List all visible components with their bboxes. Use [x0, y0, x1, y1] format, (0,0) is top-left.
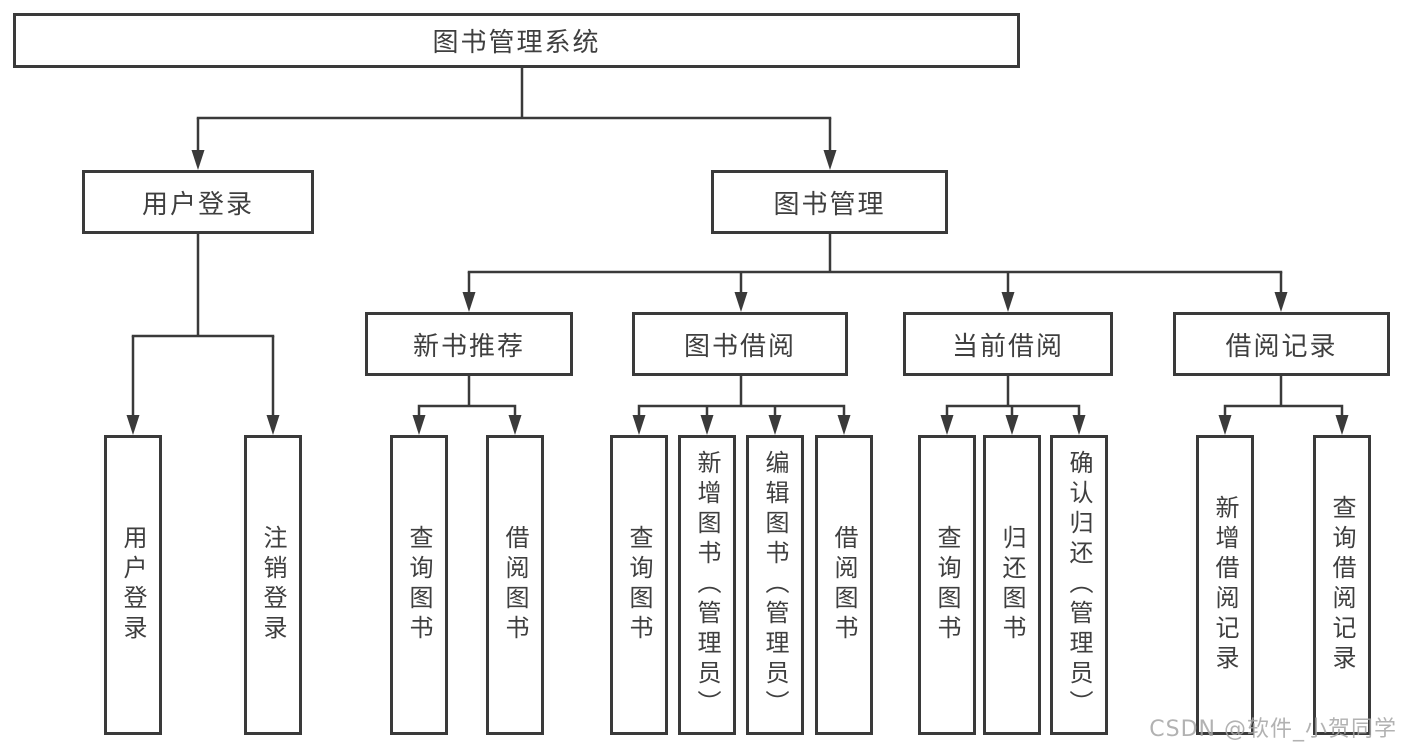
- leaf-label: 借阅图书: [830, 525, 858, 645]
- arrowhead-icon: [126, 415, 140, 435]
- connector: [131, 336, 275, 417]
- arrowhead-icon: [700, 415, 714, 435]
- leaf-label: 编辑图书（管理员）: [761, 450, 789, 720]
- leaf-label: 确认归还（管理员）: [1065, 450, 1093, 720]
- leaf-label: 查询图书: [933, 525, 961, 645]
- leaf-user-login: 用户登录: [104, 435, 162, 735]
- leaf-label: 新增图书（管理员）: [693, 450, 721, 720]
- node-borrow-record: 借阅记录: [1173, 312, 1390, 376]
- node-new-book-rec: 新书推荐: [365, 312, 573, 376]
- arrowhead-icon: [837, 415, 851, 435]
- leaf-edit-book-admin: 编辑图书（管理员）: [746, 435, 804, 735]
- node-current-borrow: 当前借阅: [903, 312, 1113, 376]
- connector: [196, 118, 832, 152]
- node-user-login: 用户登录: [82, 170, 314, 234]
- connector: [945, 376, 1081, 417]
- node-root: 图书管理系统: [13, 13, 1020, 68]
- arrowhead-icon: [508, 415, 522, 435]
- connector: [637, 376, 846, 417]
- leaf-add-book-admin: 新增图书（管理员）: [678, 435, 736, 735]
- connector: [417, 376, 517, 417]
- leaf-return-book: 归还图书: [983, 435, 1041, 735]
- leaf-query-borrow-record: 查询借阅记录: [1313, 435, 1371, 735]
- leaf-borrow-books-2: 借阅图书: [815, 435, 873, 735]
- leaf-confirm-return-admin: 确认归还（管理员）: [1050, 435, 1108, 735]
- arrowhead-icon: [632, 415, 646, 435]
- leaf-label: 归还图书: [998, 525, 1026, 645]
- leaf-label: 新增借阅记录: [1211, 495, 1239, 675]
- node-book-mgmt: 图书管理: [711, 170, 948, 234]
- arrowhead-icon: [1218, 415, 1232, 435]
- arrowhead-icon: [734, 292, 748, 312]
- leaf-logout: 注销登录: [244, 435, 302, 735]
- arrowhead-icon: [462, 292, 476, 312]
- arrowheads: [126, 150, 1349, 435]
- arrowhead-icon: [1335, 415, 1349, 435]
- connector: [467, 272, 1283, 294]
- arrowhead-icon: [412, 415, 426, 435]
- leaf-query-books-1: 查询图书: [390, 435, 448, 735]
- leaf-label: 查询图书: [405, 525, 433, 645]
- arrowhead-icon: [1005, 415, 1019, 435]
- leaf-label: 查询借阅记录: [1328, 495, 1356, 675]
- leaf-label: 用户登录: [119, 525, 147, 645]
- arrowhead-icon: [1274, 292, 1288, 312]
- connector: [1223, 376, 1344, 417]
- arrowhead-icon: [940, 415, 954, 435]
- arrowhead-icon: [191, 150, 205, 170]
- node-book-borrow: 图书借阅: [632, 312, 848, 376]
- arrowhead-icon: [1072, 415, 1086, 435]
- arrowhead-icon: [266, 415, 280, 435]
- leaf-query-books-2: 查询图书: [610, 435, 668, 735]
- leaf-add-borrow-record: 新增借阅记录: [1196, 435, 1254, 735]
- arrowhead-icon: [823, 150, 837, 170]
- leaf-borrow-books-1: 借阅图书: [486, 435, 544, 735]
- leaf-label: 注销登录: [259, 525, 287, 645]
- leaf-label: 借阅图书: [501, 525, 529, 645]
- arrowhead-icon: [768, 415, 782, 435]
- csdn-watermark: CSDN @软件_小贺同学: [1149, 717, 1397, 742]
- leaf-label: 查询图书: [625, 525, 653, 645]
- leaf-query-books-3: 查询图书: [918, 435, 976, 735]
- arrowhead-icon: [1001, 292, 1015, 312]
